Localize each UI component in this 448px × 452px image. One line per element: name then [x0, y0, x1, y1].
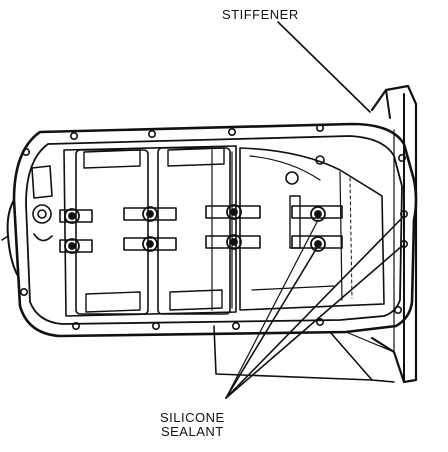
pan-well [64, 146, 384, 316]
sealant-label-line2: SEALANT [160, 424, 224, 439]
pan-lower-face [214, 326, 394, 382]
stiffener-label: STIFFENER [222, 7, 299, 22]
flange-bolt-holes [21, 125, 407, 329]
pan-flange [2, 124, 416, 336]
stiffener-leader [278, 22, 370, 112]
sealant-leader-2 [226, 218, 402, 398]
leader-lines [226, 22, 402, 398]
silicone-label-line1: SILICONE [160, 410, 225, 425]
sealant-leader-4 [226, 220, 318, 398]
silicone-sealant-label: SILICONE SEALANT [160, 411, 225, 439]
main-cap-bolts [65, 205, 325, 253]
sealant-leader-3 [226, 246, 402, 398]
pan-ribs [76, 148, 352, 314]
sealant-leader-1 [226, 246, 318, 398]
stiffener-plate [372, 86, 416, 382]
